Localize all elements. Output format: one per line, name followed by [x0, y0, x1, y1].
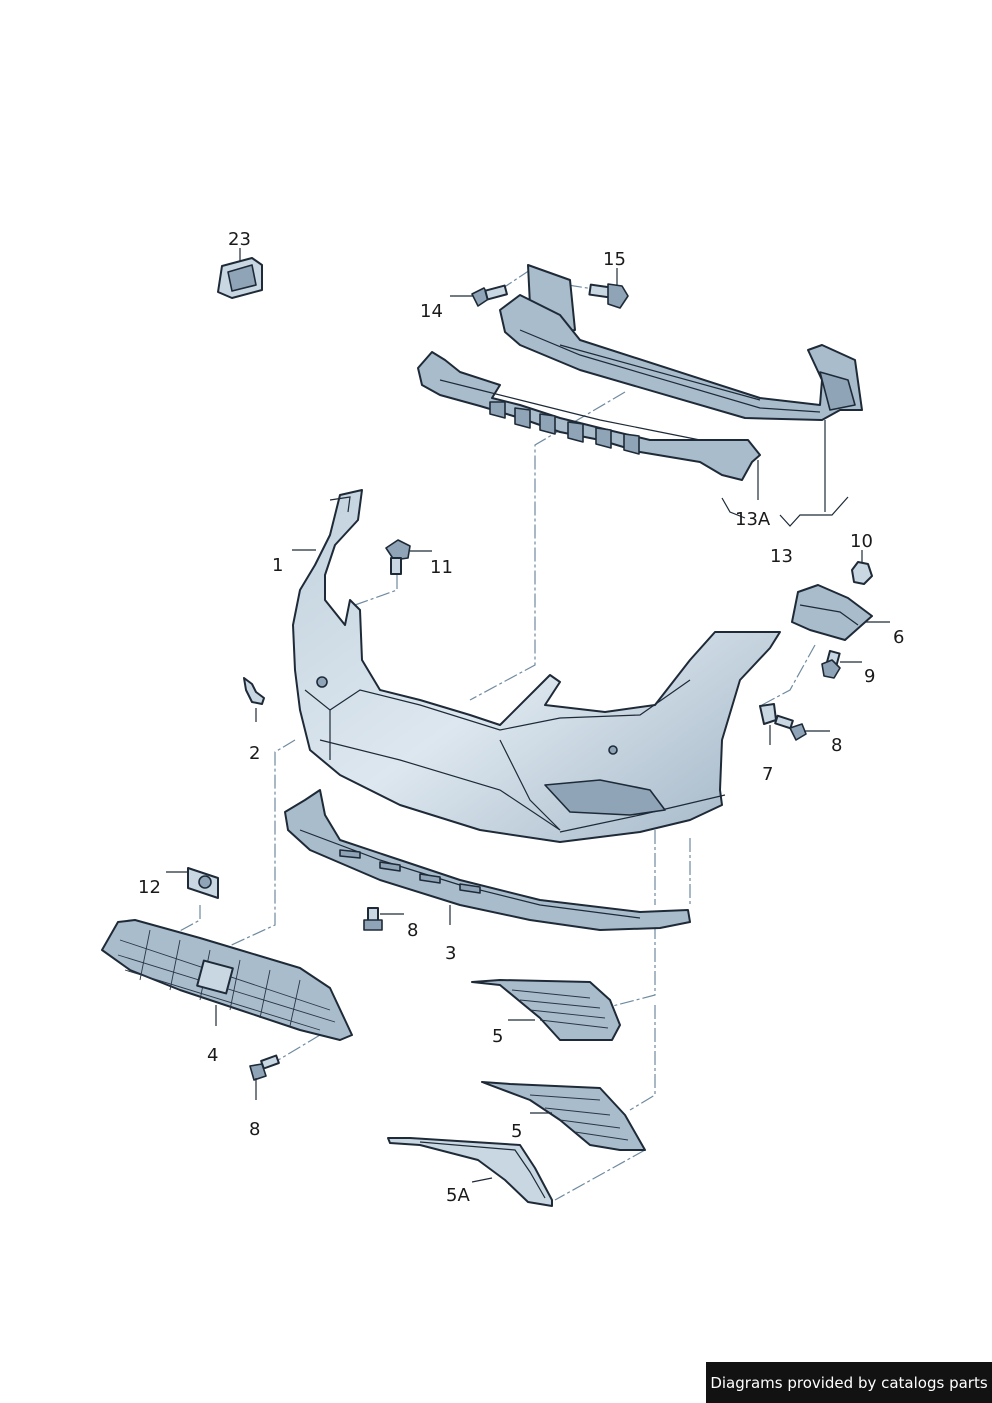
callout-1: 1 [272, 555, 283, 576]
part-7-clip [759, 703, 777, 725]
callout-2: 2 [249, 743, 260, 764]
callout-labels: 23 15 14 13A 13 1 11 10 6 9 2 8 7 12 8 3… [138, 229, 904, 1206]
callout-23: 23 [228, 229, 251, 250]
part-8-screw-right [774, 714, 807, 741]
footer-banner: Diagrams provided by catalogs parts [706, 1362, 992, 1403]
callout-5a: 5A [446, 1185, 470, 1206]
callout-8-right: 8 [831, 735, 842, 756]
part-8-screw-bottom [249, 1054, 280, 1081]
callout-6: 6 [893, 627, 904, 648]
part-9-screw [821, 649, 841, 679]
callout-5-upper: 5 [492, 1026, 503, 1047]
callout-5-lower: 5 [511, 1121, 522, 1142]
part-14-bolt [471, 284, 508, 307]
part-23-cap [217, 257, 263, 299]
part-10-nut [851, 561, 873, 585]
part-3-spoiler [284, 789, 691, 931]
part-5-grille-upper [471, 979, 621, 1041]
part-5a-trim-frame [387, 1137, 553, 1207]
part-13-crossmember [499, 264, 863, 421]
callout-8-bottom: 8 [249, 1119, 260, 1140]
leader-lines [166, 248, 890, 1183]
part-2-clip [243, 677, 265, 705]
part-8-screw-center [363, 907, 383, 931]
callout-13a: 13A [735, 509, 771, 530]
assembly-guide-lines [177, 269, 816, 1201]
callout-3: 3 [445, 943, 456, 964]
callout-12: 12 [138, 877, 161, 898]
callout-11: 11 [430, 557, 453, 578]
callout-14: 14 [420, 301, 443, 322]
part-1-bumper-cover [292, 489, 781, 843]
part-6-bracket [791, 584, 873, 641]
callout-8-center: 8 [407, 920, 418, 941]
callout-10: 10 [850, 531, 873, 552]
part-11-bolt [385, 539, 411, 575]
part-4-grille [101, 919, 353, 1041]
part-12-plate [187, 867, 219, 899]
callout-15: 15 [603, 249, 626, 270]
callout-4: 4 [207, 1045, 218, 1066]
callout-9: 9 [864, 666, 875, 687]
footer-text: Diagrams provided by catalogs parts [710, 1373, 988, 1392]
callout-7: 7 [762, 764, 773, 785]
part-5-grille-lower [481, 1081, 646, 1151]
part-15-bolt [588, 283, 629, 309]
part-13a-absorber [417, 351, 761, 481]
callout-13: 13 [770, 546, 793, 567]
